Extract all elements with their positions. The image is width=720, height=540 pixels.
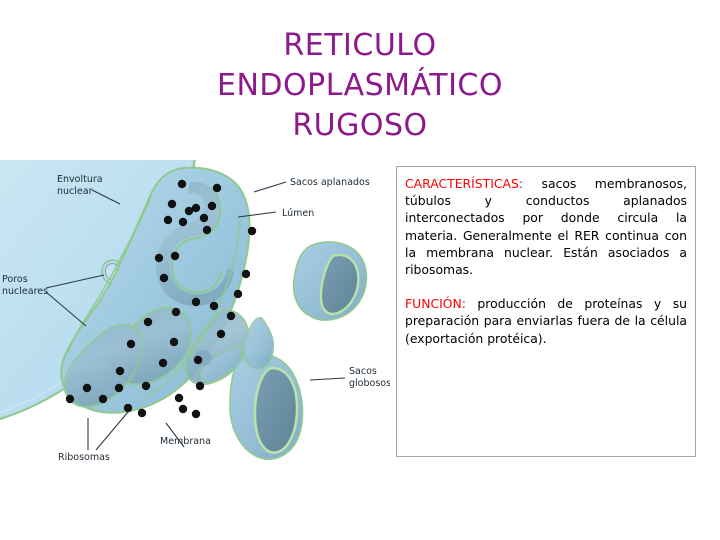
label-sacos-globosos-line1: Sacos <box>349 366 377 377</box>
label-ribosomas: Ribosomas <box>58 452 110 463</box>
title-line-1: RETICULO <box>283 28 437 63</box>
label-poros-nucleares: Poros nucleares <box>2 274 48 297</box>
caracteristicas-heading: CARACTERÍSTICAS: <box>405 176 524 191</box>
page-title: RETICULO ENDOPLASMÁTICO RUGOSO <box>0 26 720 146</box>
funcion-heading: FUNCIÓN: <box>405 296 466 312</box>
label-ribosomas-text: Ribosomas <box>58 452 110 463</box>
label-envoltura-nuclear-line2: nuclear <box>57 186 93 197</box>
leader-lines <box>45 181 346 451</box>
label-lumen-text: Lúmen <box>282 208 314 219</box>
label-sacos-globosos: Sacos globosos <box>349 366 390 389</box>
title-line-2: ENDOPLASMÁTICO <box>217 68 503 103</box>
label-poros-nucleares-line2: nucleares <box>2 286 48 297</box>
label-membrana-text: Membrana <box>160 436 211 447</box>
label-sacos-globosos-line2: globosos <box>349 378 390 389</box>
caracteristicas-paragraph: CARACTERÍSTICAS: sacos membranosos, túbu… <box>405 175 687 278</box>
caracteristicas-body: sacos membranosos, túbulos y conductos a… <box>405 176 687 278</box>
label-envoltura-nuclear: Envoltura nuclear <box>57 174 103 197</box>
label-lumen: Lúmen <box>282 208 314 219</box>
rer-diagram: Envoltura nuclear Poros nucleares Sacos … <box>0 160 390 480</box>
label-poros-nucleares-line1: Poros <box>2 274 28 285</box>
label-sacos-aplanados: Sacos aplanados <box>290 177 370 188</box>
label-sacos-aplanados-text: Sacos aplanados <box>290 177 370 188</box>
label-envoltura-nuclear-line1: Envoltura <box>57 174 103 185</box>
globular-sac-upper <box>292 241 368 321</box>
globular-sac-lower <box>229 352 304 460</box>
title-line-3: RUGOSO <box>292 108 428 143</box>
ribosome-dots <box>65 179 257 419</box>
paragraph-spacer <box>405 278 687 295</box>
label-membrana: Membrana <box>160 436 211 447</box>
connecting-tubule <box>194 317 275 383</box>
funcion-paragraph: FUNCIÓN: producción de proteínas y su pr… <box>405 295 687 347</box>
funcion-body: producción de proteínas y su preparación… <box>405 296 687 346</box>
info-textbox: CARACTERÍSTICAS: sacos membranosos, túbu… <box>396 166 696 457</box>
